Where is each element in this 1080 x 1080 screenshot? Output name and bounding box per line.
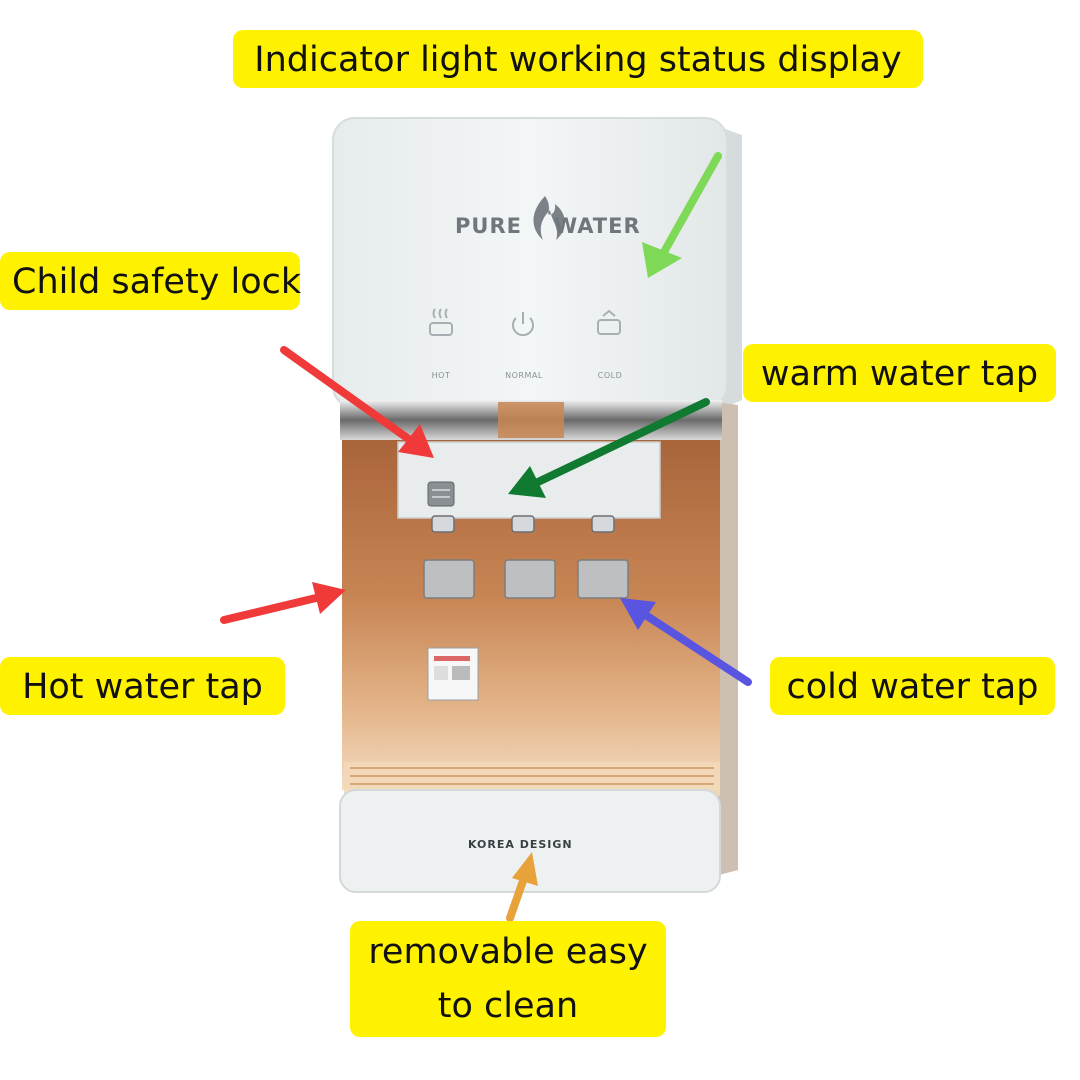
cold-button-label: COLD (597, 371, 623, 380)
hot-button-icon (429, 308, 453, 336)
tap-paddles (423, 559, 629, 599)
brand-right-text: WATER (553, 214, 641, 238)
label-removable-tray: removable easy to clean (350, 921, 666, 1037)
label-tray-line2: to clean (437, 986, 579, 1026)
label-cold-water-tap: cold water tap (770, 657, 1055, 715)
label-indicator-display: Indicator light working status display (233, 30, 923, 88)
tap-nozzles (431, 515, 615, 533)
hot-button-label: HOT (431, 371, 451, 380)
brand-logo: PURE WATER (455, 214, 641, 238)
child-lock-button (427, 481, 455, 507)
dispenser-top-panel (332, 117, 728, 409)
cold-button-icon (597, 309, 621, 335)
label-warm-water-tap: warm water tap (743, 344, 1056, 402)
brand-left-text: PURE (455, 214, 522, 238)
tap-housing (397, 441, 661, 519)
label-tray-line1: removable easy (368, 932, 648, 972)
korea-design-text: KOREA DESIGN (468, 838, 573, 851)
drip-tray (339, 789, 721, 893)
power-button-icon (512, 312, 534, 337)
normal-button-label: NORMAL (505, 371, 543, 380)
chrome-reflection (498, 402, 564, 438)
label-hot-water-tap: Hot water tap (0, 657, 285, 715)
label-child-safety-lock: Child safety lock (0, 252, 301, 310)
flame-logo-icon (533, 196, 565, 240)
tray-grate-lines (350, 767, 714, 785)
